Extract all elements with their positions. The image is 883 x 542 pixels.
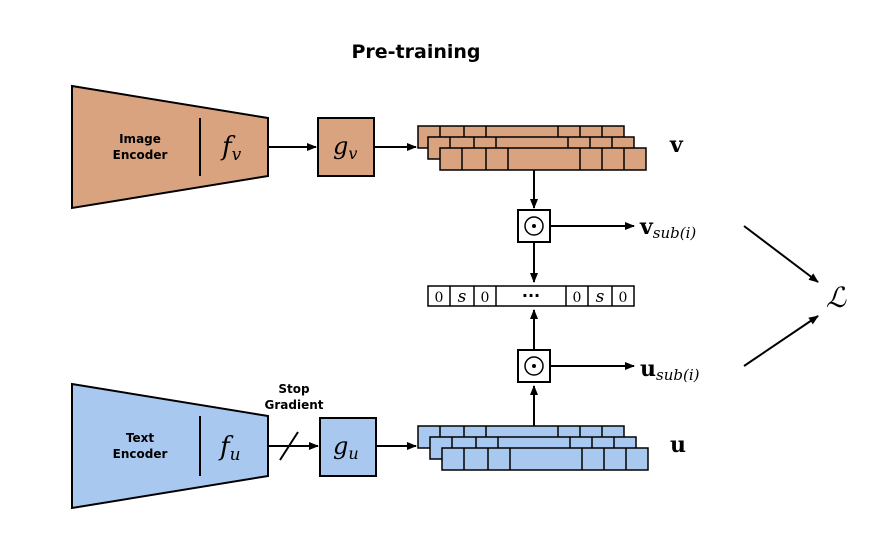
mask-cell-right-0: 0 <box>573 290 582 306</box>
stack-v <box>417 125 647 171</box>
stop-gradient-label-1: Stop <box>278 382 310 396</box>
mask-cell-left-0: 0 <box>435 290 444 306</box>
image-encoder-label-2: Encoder <box>113 148 168 162</box>
mask-cell-right-1: s <box>596 287 605 307</box>
stack-v-layer-3 <box>439 147 647 171</box>
mask-cell-right-2: 0 <box>619 290 628 306</box>
proj-image-box: gv <box>317 117 375 177</box>
usub-label: usub(i) <box>640 356 700 384</box>
arrow-vsub-loss <box>743 225 819 283</box>
diagram-title: Pre-training <box>351 41 480 63</box>
hadamard-bottom <box>517 349 551 383</box>
proj-image-func: gv <box>333 132 357 163</box>
stack-v-label: v <box>669 132 684 158</box>
arrow-usub-loss <box>743 315 819 367</box>
text-encoder: Text Encoder fu <box>71 382 269 510</box>
stop-gradient-slash <box>279 431 299 461</box>
proj-text-box: gu <box>319 417 377 477</box>
mask-ellipsis: ··· <box>522 286 540 305</box>
image-encoder-label-1: Image <box>119 132 161 146</box>
mask-vector: 0 s 0 ··· 0 s 0 <box>427 285 635 307</box>
text-encoder-label-1: Text <box>126 431 154 445</box>
proj-text-func: gu <box>333 432 359 463</box>
loss-symbol: ℒ <box>826 281 847 314</box>
stop-gradient-label-2: Gradient <box>265 398 324 412</box>
image-encoder: Image Encoder fv <box>71 84 269 210</box>
mask-cell-left-1: s <box>458 287 467 307</box>
stack-u-layer-3 <box>441 447 649 471</box>
text-encoder-label-2: Encoder <box>113 447 168 461</box>
vsub-label: vsub(i) <box>639 214 696 242</box>
mask-cell-left-2: 0 <box>481 290 490 306</box>
stack-u <box>417 425 649 471</box>
stack-u-label: u <box>670 432 686 458</box>
hadamard-top <box>517 209 551 243</box>
